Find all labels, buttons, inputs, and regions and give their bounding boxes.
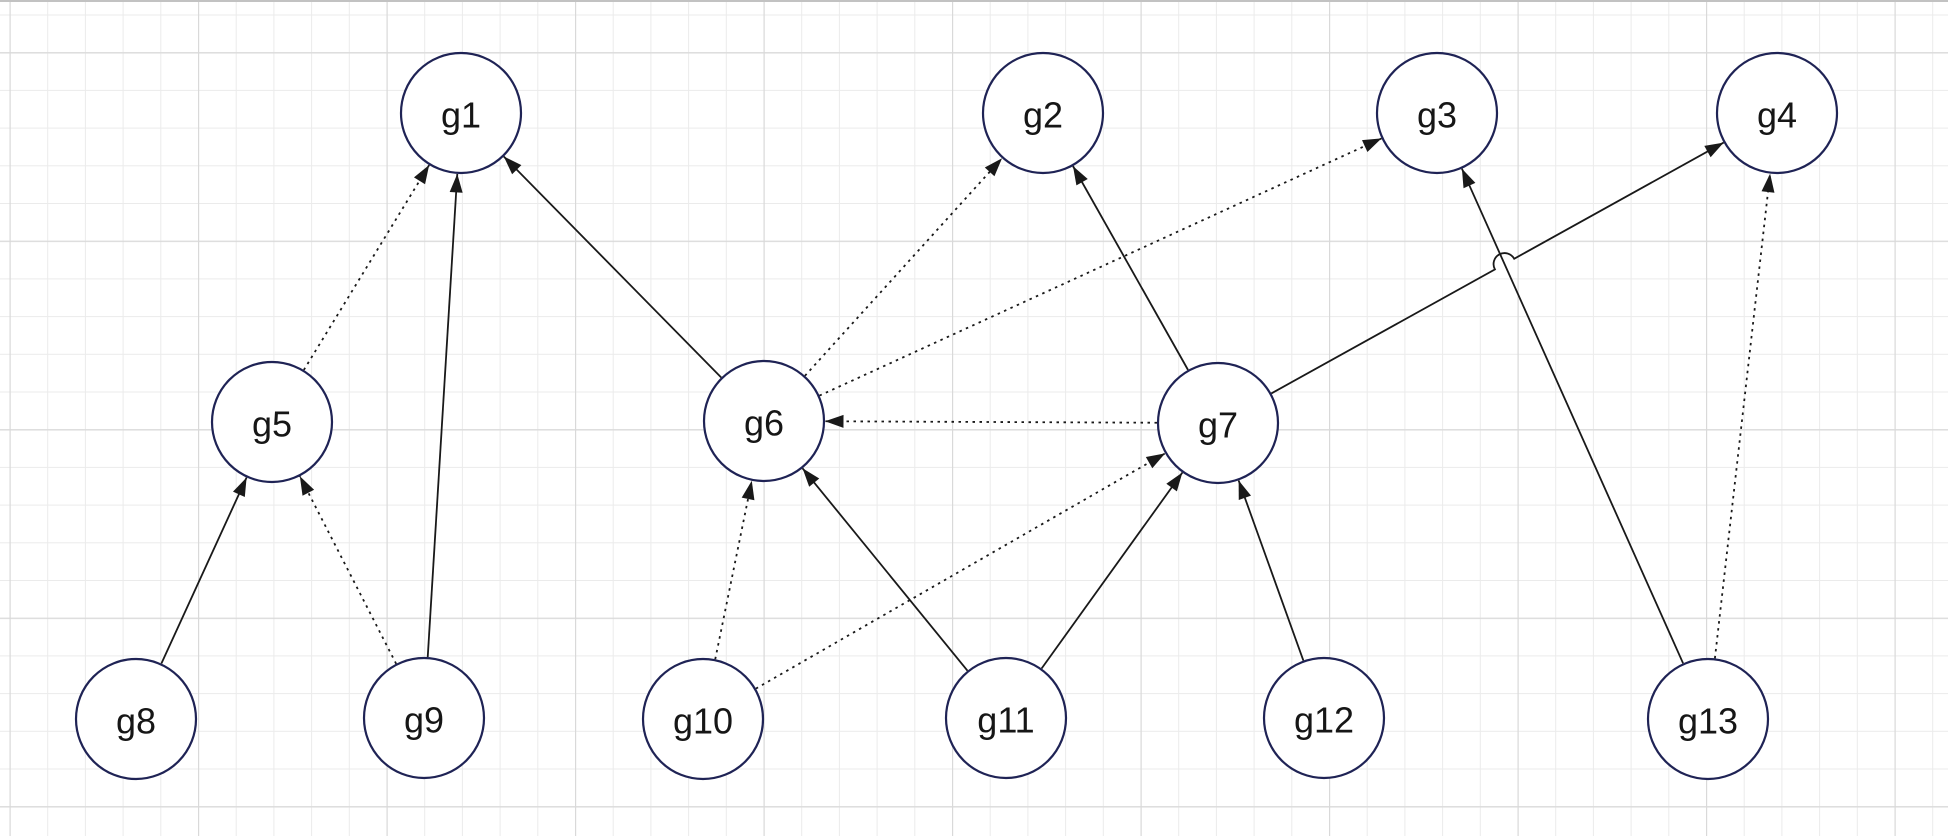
node-g12-circle[interactable] — [1262, 656, 1386, 780]
node-g7[interactable]: g7 — [1156, 361, 1280, 485]
node-g2-circle[interactable] — [981, 51, 1105, 175]
node-g5[interactable]: g5 — [210, 360, 334, 484]
node-g6-label: g6 — [744, 403, 784, 444]
node-g3[interactable]: g3 — [1375, 51, 1499, 175]
edge-g7-g4[interactable] — [1270, 141, 1725, 395]
node-g7-circle[interactable] — [1156, 361, 1280, 485]
edge-g8-g5[interactable] — [160, 477, 248, 664]
edge-g12-g7[interactable] — [1237, 480, 1305, 661]
node-g9-label: g9 — [404, 700, 444, 741]
node-g2[interactable]: g2 — [981, 51, 1105, 175]
edge-g10-g7[interactable] — [755, 452, 1166, 690]
edge-g7-g2[interactable] — [1072, 165, 1189, 371]
node-g1-circle[interactable] — [399, 51, 523, 175]
node-g13[interactable]: g13 — [1646, 657, 1770, 781]
edge-g13-g4[interactable] — [1714, 173, 1775, 659]
node-g5-circle[interactable] — [210, 360, 334, 484]
edge-g6-g3[interactable] — [819, 137, 1382, 397]
node-g8-label: g8 — [116, 701, 156, 742]
node-g13-circle[interactable] — [1646, 657, 1770, 781]
node-g4-label: g4 — [1757, 95, 1797, 136]
node-g8[interactable]: g8 — [74, 657, 198, 781]
edge-g11-g6[interactable] — [801, 467, 969, 672]
node-g2-label: g2 — [1023, 95, 1063, 136]
node-g9-circle[interactable] — [362, 656, 486, 780]
edge-g11-g7[interactable] — [1040, 472, 1184, 669]
edges-layer — [160, 137, 1775, 690]
node-g12-label: g12 — [1294, 700, 1354, 741]
node-g8-circle[interactable] — [74, 657, 198, 781]
node-g5-label: g5 — [252, 404, 292, 445]
node-g10-label: g10 — [673, 701, 733, 742]
node-g4-circle[interactable] — [1715, 51, 1839, 175]
node-g6[interactable]: g6 — [702, 359, 826, 483]
edge-g9-g1[interactable] — [426, 173, 463, 658]
node-g3-circle[interactable] — [1375, 51, 1499, 175]
edge-g6-g1[interactable] — [503, 155, 722, 379]
node-g12[interactable]: g12 — [1262, 656, 1386, 780]
node-g11-label: g11 — [977, 700, 1034, 741]
edge-g9-g5[interactable] — [299, 475, 397, 665]
node-g1[interactable]: g1 — [399, 51, 523, 175]
node-g10-circle[interactable] — [641, 657, 765, 781]
node-g10[interactable]: g10 — [641, 657, 765, 781]
node-g6-circle[interactable] — [702, 359, 826, 483]
node-g13-label: g13 — [1678, 701, 1738, 742]
edge-g10-g6[interactable] — [714, 480, 755, 660]
edge-g13-g3[interactable] — [1461, 168, 1684, 664]
node-g9[interactable]: g9 — [362, 656, 486, 780]
node-g11[interactable]: g11 — [944, 656, 1068, 780]
node-g3-label: g3 — [1417, 95, 1457, 136]
node-g11-circle[interactable] — [944, 656, 1068, 780]
nodes-layer: g1 g2 g3 g4 g5 g6 g7 g8 g9 g10 g11 g12 g13 — [74, 51, 1839, 781]
node-g7-label: g7 — [1198, 405, 1238, 446]
window-top-border — [0, 0, 1948, 2]
edge-g5-g1[interactable] — [303, 164, 430, 371]
node-g1-label: g1 — [441, 95, 481, 136]
node-g4[interactable]: g4 — [1715, 51, 1839, 175]
